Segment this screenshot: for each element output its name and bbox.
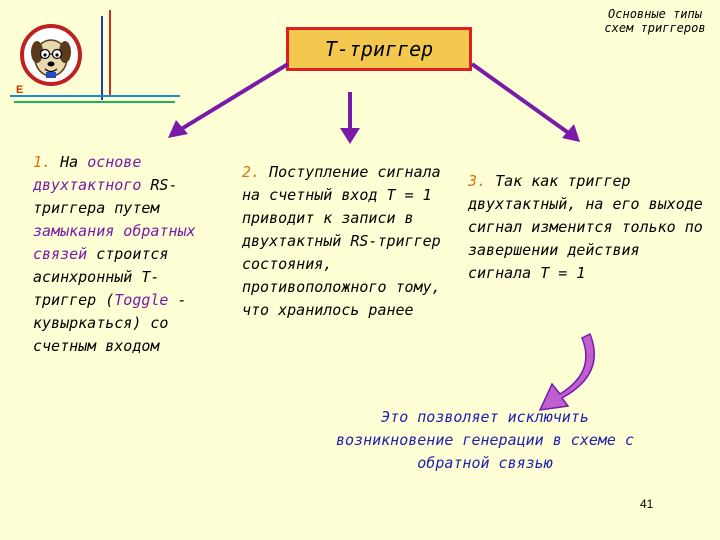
column-3-text: 3. Так как триггер двухтактный, на его в… xyxy=(468,170,708,285)
column-3-body: Так как триггер двухтактный, на его выхо… xyxy=(468,172,703,282)
column-2-text: 2. Поступление сигнала на счетный вход T… xyxy=(242,161,452,322)
column-1-part: Toggle xyxy=(114,291,169,309)
column-3-number: 3. xyxy=(468,172,487,190)
column-1-part: строится асинхронный T-триггер ( xyxy=(33,245,169,309)
arrow-right-icon xyxy=(470,62,580,142)
column-1-text: 1. На основе двухтактного RS-триггера пу… xyxy=(33,151,213,358)
column-1-part: На xyxy=(51,153,88,171)
page-title: T-триггер xyxy=(324,37,434,61)
column-2-body: Поступление сигнала на счетный вход T = … xyxy=(242,163,441,319)
conclusion-text: Это позволяет исключить возникновение ге… xyxy=(335,408,634,472)
curved-arrow-icon xyxy=(538,332,595,411)
column-1-part: основе двухтактного xyxy=(33,153,142,194)
column-1-part: RS-триггера путем xyxy=(33,176,178,217)
column-1-number: 1. xyxy=(33,153,52,171)
decorative-lines xyxy=(10,10,180,103)
title-box: T-триггер xyxy=(286,27,472,71)
page-number: 41 xyxy=(640,497,654,511)
column-1-part: замыкания обратных связей xyxy=(33,222,196,263)
logo-letter: E xyxy=(16,84,24,96)
mascot-logo-icon xyxy=(20,24,82,86)
corner-note: Основные типы схем триггеров xyxy=(604,7,706,35)
column-1-part: - кувыркаться) со счетным входом xyxy=(33,291,187,355)
column-2-number: 2. xyxy=(242,163,261,181)
arrow-down-icon xyxy=(340,92,360,144)
